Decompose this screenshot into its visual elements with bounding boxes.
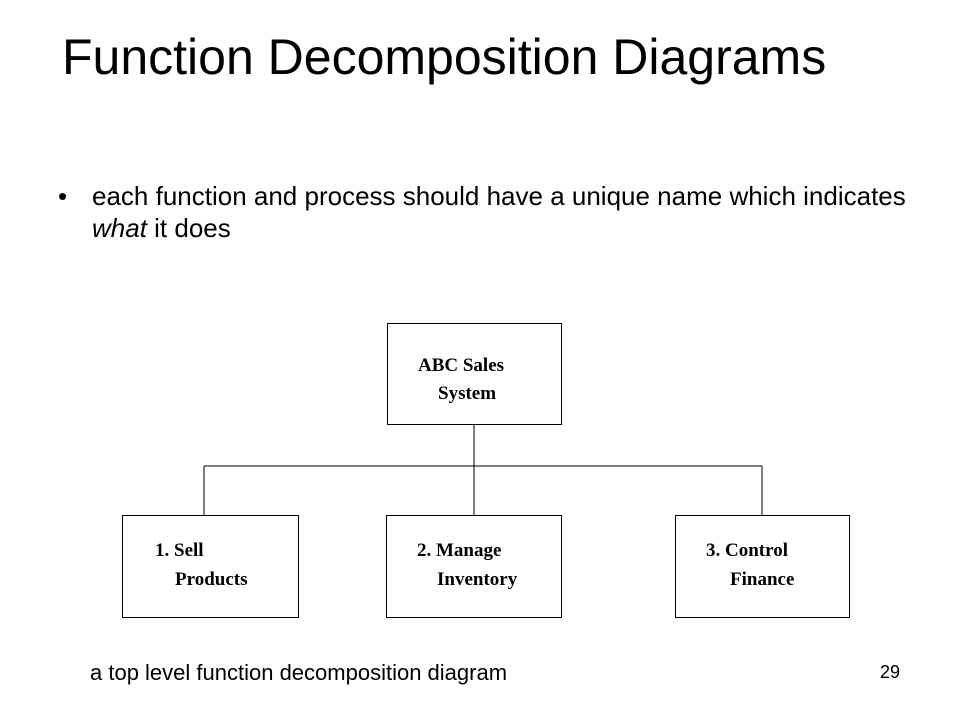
bullet-text-emphasis: what: [92, 213, 147, 243]
root-node-line1: ABC Sales: [418, 355, 505, 376]
child-node-3-line1: 3. Control: [706, 540, 788, 561]
child-node-3-line2: Finance: [730, 569, 795, 590]
bullet-text-part1: each function and process should have a …: [92, 181, 906, 211]
child-node-2-line2: Inventory: [437, 569, 518, 590]
page-number: 29: [880, 662, 901, 682]
slide-title: Function Decomposition Diagrams: [62, 29, 827, 85]
bullet-text: each function and process should have a …: [92, 180, 908, 244]
bullet-text-part2: it does: [146, 213, 231, 243]
child-node-1-line2: Products: [175, 569, 248, 590]
child-node-control-finance: 3. Control Finance: [675, 515, 850, 618]
root-node-line2: System: [438, 383, 497, 404]
child-node-sell-products: 1. Sell Products: [122, 515, 299, 618]
child-node-1-line1: 1. Sell: [155, 540, 204, 561]
diagram-caption: a top level function decomposition diagr…: [90, 660, 508, 685]
child-node-2-line1: 2. Manage: [417, 540, 502, 561]
child-node-manage-inventory: 2. Manage Inventory: [386, 515, 562, 618]
bullet-point: • each function and process should have …: [58, 180, 908, 244]
bullet-icon: •: [58, 181, 68, 211]
root-node-abc-sales-system: ABC Sales System: [387, 323, 562, 425]
